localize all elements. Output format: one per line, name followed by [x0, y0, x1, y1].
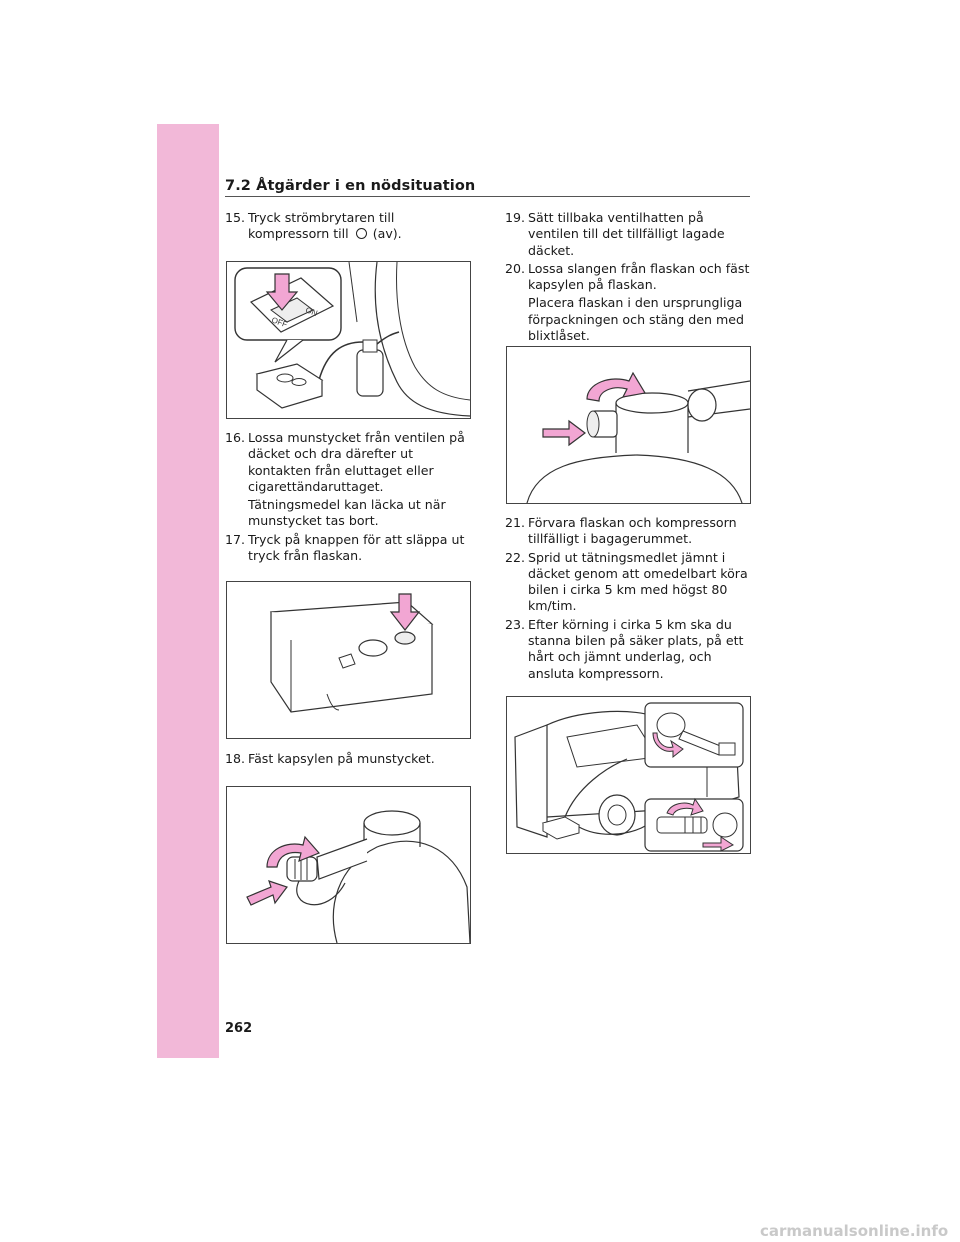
figure-cap-nozzle	[226, 786, 471, 944]
step-text: Efter körning i cirka 5 km ska du stanna…	[528, 616, 744, 681]
step-number: 22.	[505, 549, 526, 565]
compressor-button-illustration	[269, 593, 434, 713]
step-18: 18. Fäst kapsylen på munstycket.	[225, 751, 470, 767]
title-divider	[225, 196, 750, 197]
step-text: Förvara flaskan och kompressorn tillfäll…	[528, 515, 737, 547]
watermark[interactable]: carmanualsonline.info	[760, 1222, 949, 1240]
step-19: 19. Sätt tillbaka ventilhatten på ventil…	[505, 210, 750, 259]
page-number: 262	[225, 1021, 253, 1036]
step-number: 15.	[225, 210, 246, 225]
step-text: Sprid ut tätningsmedlet jämnt i däcket g…	[528, 549, 748, 614]
step-16-note: Tätningsmedel kan läcka ut när munstycke…	[248, 497, 446, 529]
push-arrow-icon	[542, 419, 586, 447]
page-sidebar-tab	[157, 124, 219, 1058]
figure-pressure-release-button	[226, 581, 471, 739]
bottle-cap-turn-illustration	[526, 371, 750, 503]
circle-off-icon	[355, 228, 367, 240]
press-arrow-icon	[389, 593, 421, 631]
rotate-arrow-icon	[266, 835, 321, 868]
compressor-switch-illustration: ON OFF	[234, 262, 470, 417]
step-text: Lossa slangen från flaskan och fäst kaps…	[528, 260, 750, 293]
step-text: Tryck på knappen för att släppa ut tryck…	[248, 531, 465, 564]
step-23: 23. Efter körning i cirka 5 km ska du st…	[505, 617, 750, 682]
step-number: 21.	[505, 515, 526, 530]
right-column-steps: 21. Förvara flaskan och kompressorn till…	[505, 515, 750, 682]
step-15: 15. Tryck strömbrytaren till kompressorn…	[225, 210, 470, 243]
left-column: 15. Tryck strömbrytaren till kompressorn…	[225, 210, 470, 243]
step-number: 23.	[505, 616, 526, 632]
figure-reconnect-compressor	[506, 696, 751, 854]
push-arrow-icon	[246, 880, 288, 906]
rotate-arrow-icon	[586, 371, 646, 402]
step-20-note: Placera flaskan i den ursprungliga förpa…	[528, 295, 744, 344]
left-column-steps: 16. Lossa munstycket från ventilen på dä…	[225, 430, 470, 564]
section-title: 7.2 Åtgärder i en nödsituation	[225, 178, 476, 194]
figure-compressor-switch: ON OFF	[226, 261, 471, 419]
car-reconnect-illustration	[514, 702, 744, 852]
push-arrow-icon	[702, 836, 734, 852]
figure-bottle-cap	[506, 346, 751, 504]
plug-arrow-icon	[652, 732, 684, 759]
step-22: 22. Sprid ut tätningsmedlet jämnt i däck…	[505, 550, 750, 615]
step-number: 16.	[225, 430, 246, 445]
left-column-step18: 18. Fäst kapsylen på munstycket.	[225, 751, 470, 767]
step-17: 17. Tryck på knappen för att släppa ut t…	[225, 532, 470, 565]
bottle-cap-illustration	[246, 810, 470, 943]
step-number: 17.	[225, 531, 246, 547]
rotate-arrow-icon	[666, 797, 704, 816]
press-arrow-icon	[265, 273, 299, 311]
step-number: 19.	[505, 210, 526, 225]
step-text: Fäst kapsylen på munstycket.	[248, 751, 435, 766]
step-16: 16. Lossa munstycket från ventilen på dä…	[225, 430, 470, 495]
step-number: 20.	[505, 260, 526, 276]
step-text: Sätt tillbaka ventilhatten på ventilen t…	[528, 210, 725, 258]
step-number: 18.	[225, 751, 246, 766]
step-text: Lossa munstycket från ventilen på däcket…	[248, 430, 465, 494]
step-20: 20. Lossa slangen från flaskan och fäst …	[505, 261, 750, 294]
right-column: 19. Sätt tillbaka ventilhatten på ventil…	[505, 210, 750, 344]
step-text: (av).	[372, 226, 402, 242]
step-21: 21. Förvara flaskan och kompressorn till…	[505, 515, 750, 548]
on-label: ON	[304, 305, 319, 318]
step-text: Tryck strömbrytaren till kompressorn til…	[248, 210, 395, 242]
